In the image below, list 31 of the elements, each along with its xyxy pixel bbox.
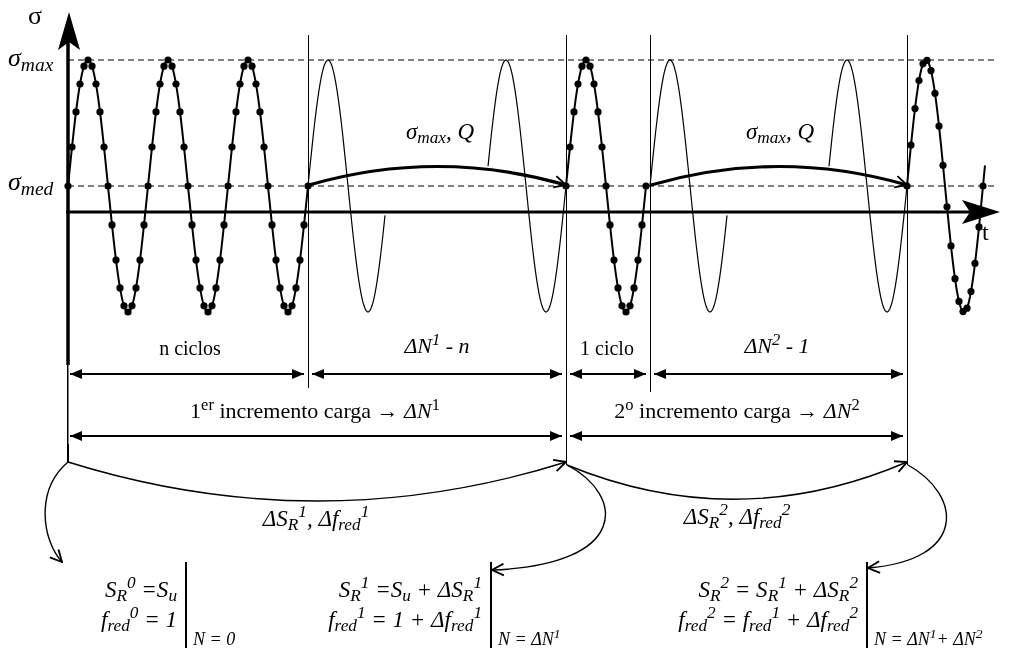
axis-label: σ$_{med}$ (8, 168, 54, 196)
curved-arrow (308, 164, 567, 189)
axis-label: t (982, 218, 989, 246)
axis-label: 2$^{o}$ incremento carga → ΔN$^{2}$ (614, 397, 860, 425)
curved-arrow (867, 464, 947, 574)
evaluation-condition: N = ΔN$^{1}$+ ΔN$^{2}$ (874, 628, 983, 650)
axis-label: ΔN$^{2}$ - 1 (744, 332, 810, 360)
curved-arrow (566, 459, 908, 500)
curved-arrow (650, 164, 908, 189)
edge-label: σ$_{max}$, Q (745, 118, 815, 146)
axis-label: 1$^{er}$ incremento carga → ΔN$^{1}$ (190, 397, 440, 425)
edge-label: σ$_{max}$, Q (405, 118, 475, 146)
axis-label: ΔN$^{1}$ - n (404, 332, 470, 360)
curved-arrow (491, 464, 607, 576)
time-marker-line (907, 444, 908, 465)
time-marker-line (67, 444, 69, 462)
axis-label: σ (28, 2, 42, 30)
evaluation-condition: N = ΔN$^{1}$ (498, 628, 561, 650)
formula: S$_{R}$$^{0}$ =S$_{u}$ (104, 575, 177, 605)
axis-label: σ$_{max}$ (8, 44, 54, 72)
axis-label: n ciclos (159, 336, 221, 361)
time-marker-line (566, 444, 567, 465)
evaluation-condition: N = 0 (193, 628, 236, 650)
time-marker-line (907, 35, 908, 355)
curved-arrow (44, 461, 69, 563)
time-marker-line (308, 35, 309, 355)
time-marker-line (650, 35, 651, 355)
formula: f$_{red}$$^{0}$ = 1 (101, 605, 177, 635)
time-marker-line (566, 35, 567, 355)
curved-arrow (67, 458, 567, 502)
axis-label: 1 ciclo (580, 336, 634, 361)
